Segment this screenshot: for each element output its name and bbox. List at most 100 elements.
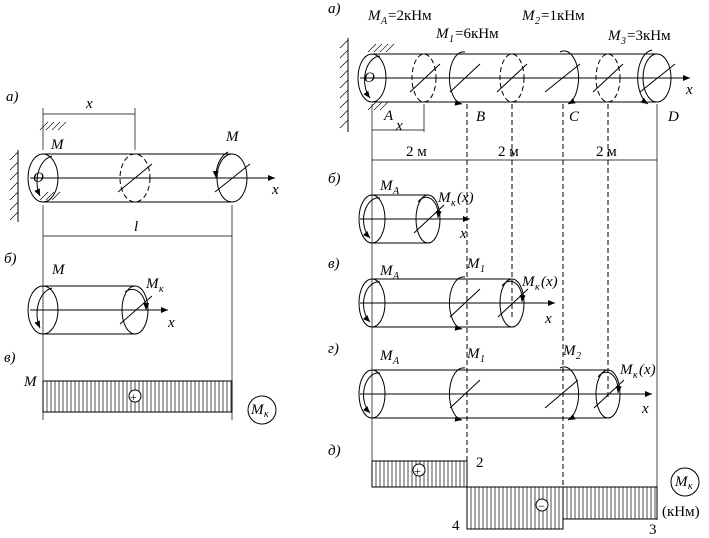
left-diagram-M: M	[23, 374, 38, 390]
M1-label: M	[435, 26, 450, 42]
v-M1-sub: 1	[480, 264, 485, 275]
right-label-g: г)	[328, 341, 339, 357]
left-b-Mk-sub: к	[159, 284, 164, 295]
M3-label: M	[607, 28, 622, 44]
v-axis-x: x	[544, 311, 552, 327]
right-label-d: д)	[328, 443, 341, 459]
left-b-slash	[119, 295, 153, 325]
right-mk-circle	[670, 467, 700, 497]
left-plus-circle	[128, 389, 142, 403]
left-diagram-hatch	[46, 381, 232, 412]
v-slash-cut	[497, 288, 529, 318]
right-figure: а)	[328, 1, 700, 538]
point-A: A	[383, 108, 394, 124]
d-minus-circle	[535, 498, 549, 512]
point-A-x: x	[395, 118, 403, 134]
g-MA-sub: A	[392, 356, 400, 367]
b-Mx-arrow	[417, 196, 442, 219]
b-Mx-arg: (x)	[457, 190, 474, 206]
moment-MA-arrow	[363, 55, 381, 99]
left-moment-M-wall: M	[50, 137, 65, 153]
b-slash	[413, 204, 445, 234]
unit-label: (кНм)	[662, 504, 700, 520]
v-Mx: M	[521, 274, 536, 290]
g-axis-x: x	[641, 401, 649, 417]
left-axis-label: x	[271, 182, 279, 198]
left-label-a: а)	[6, 89, 19, 105]
d-rect-minus-3	[562, 486, 658, 520]
slash-B	[449, 63, 481, 93]
g-Mx-arg: (x)	[639, 362, 656, 378]
right-label-b: б)	[328, 171, 341, 187]
d-rect-plus	[371, 460, 468, 488]
left-wall-hatch	[9, 121, 67, 221]
g-M1-sub: 1	[480, 354, 485, 365]
g-M2-sub: 2	[576, 351, 581, 362]
left-dim-x: x	[85, 96, 93, 112]
M2-sub: 2	[535, 16, 540, 27]
b-Mx-sub: к	[451, 198, 456, 209]
MA-value: =2кНм	[388, 8, 432, 24]
right-wall-hatch	[339, 39, 395, 129]
slash-mid1	[409, 63, 441, 93]
v-MA-arrow	[362, 281, 381, 323]
v-Mx-sub: к	[535, 282, 540, 293]
moment-M2-arrow	[559, 50, 580, 105]
right-mk-circle-M: M	[674, 474, 689, 490]
M2-value: =1кНм	[541, 8, 585, 24]
g-MA-arrow	[362, 372, 381, 414]
dim-3: 2 м	[596, 144, 617, 160]
left-label-v: в)	[4, 350, 16, 366]
point-C: C	[569, 109, 580, 125]
dim-1: 2 м	[406, 144, 427, 160]
left-section-slash	[117, 163, 153, 193]
left-mk-circle-sub: к	[264, 409, 269, 420]
left-b-M: M	[51, 262, 66, 278]
g-slash-B	[449, 379, 481, 409]
v-MA-sub: A	[392, 271, 400, 282]
left-moment-arrow-M	[212, 151, 229, 179]
left-label-b: б)	[4, 251, 17, 267]
right-mk-circle-sub: к	[688, 481, 693, 492]
left-figure: а) x l O M M x б) M M к x в) + M M к	[4, 89, 279, 425]
d-minus: −	[538, 499, 545, 513]
right-axis-x: x	[685, 82, 693, 98]
d-hatch	[375, 461, 656, 529]
b-MA-sub: A	[392, 186, 400, 197]
point-D: D	[667, 109, 679, 125]
M1-sub: 1	[449, 34, 454, 45]
left-b-Mk: M	[145, 276, 160, 292]
right-label-v: в)	[328, 256, 340, 272]
v-M1: M	[466, 256, 481, 272]
left-end-slash	[214, 163, 251, 193]
left-b-mk-arrow	[124, 288, 150, 311]
g-M2: M	[562, 343, 577, 359]
g-slash-C	[544, 379, 579, 409]
v-slash-B	[449, 288, 481, 318]
g-M1: M	[466, 346, 481, 362]
left-mk-circle	[247, 395, 277, 425]
left-moment-arrow-O	[34, 155, 53, 197]
left-dim-l: l	[134, 219, 138, 235]
left-diagram-rect	[42, 380, 233, 413]
M2-label: M	[521, 8, 536, 24]
v-Mx-arrow	[501, 280, 526, 303]
right-label-a: а)	[328, 1, 341, 17]
v-MA: M	[379, 263, 394, 279]
g-Mx-sub: к	[633, 370, 638, 381]
g-Mx-arrow	[597, 371, 622, 394]
MA-sub: A	[380, 16, 388, 27]
g-M2-arrow	[559, 366, 580, 421]
moment-M3-arrow	[637, 49, 653, 105]
left-b-axis-x: x	[167, 315, 175, 331]
dim-2: 2 м	[498, 144, 519, 160]
d-plus: +	[414, 464, 421, 478]
d-value-3: 3	[649, 522, 657, 538]
right-origin-O: O	[364, 70, 375, 86]
slash-mid3	[592, 63, 624, 93]
d-value-2: 2	[476, 455, 484, 471]
left-moment-M: M	[225, 129, 240, 145]
b-axis-x: x	[459, 226, 467, 242]
